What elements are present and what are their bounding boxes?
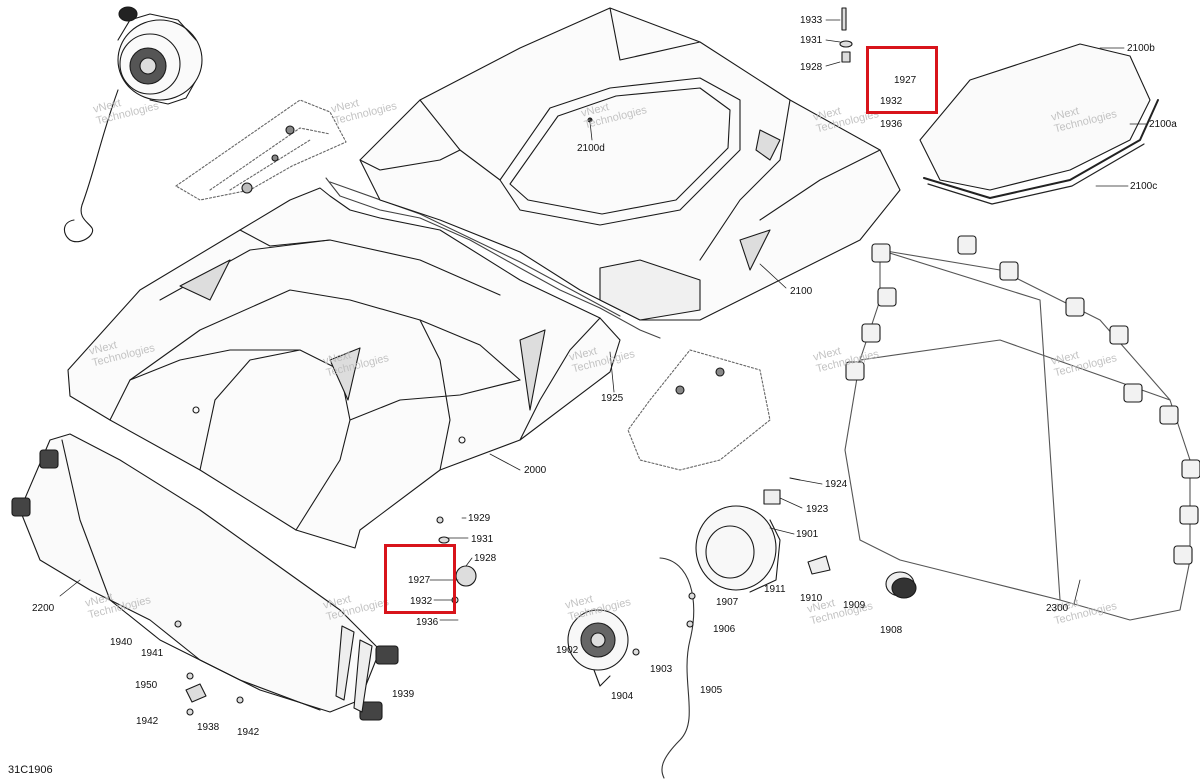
callout-1904: 1904 [611, 691, 634, 702]
front-visor [11, 433, 399, 721]
callout-2300: 2300 [1046, 603, 1069, 614]
callout-2100: 2100 [790, 286, 813, 297]
callout-1908: 1908 [880, 625, 903, 636]
document-number: 31C1906 [8, 764, 53, 776]
callout-1924: 1924 [825, 479, 848, 490]
callout-2100c: 2100c [1130, 181, 1158, 192]
highlight-box-bottom [384, 544, 456, 614]
callout-1938: 1938 [197, 722, 220, 733]
callout-1909: 1909 [843, 600, 866, 611]
callout-1936: 1936 [880, 119, 903, 130]
callout-1929: 1929 [468, 513, 491, 524]
callout-2100b: 2100b [1127, 43, 1155, 54]
mesh-cover-right [627, 349, 771, 471]
callout-1939: 1939 [392, 689, 415, 700]
callout-1933: 1933 [800, 15, 823, 26]
callout-1932-lower: 1932 [410, 596, 433, 607]
highlight-box-top [866, 46, 938, 114]
speaker-assembly-top-left [63, 6, 203, 243]
callout-1927: 1927 [894, 75, 917, 86]
callout-1907: 1907 [716, 597, 739, 608]
callout-2200: 2200 [32, 603, 55, 614]
mesh-cover-left [175, 99, 347, 201]
callout-1950: 1950 [135, 680, 158, 691]
callout-1936-lower: 1936 [416, 617, 439, 628]
callout-1928: 1928 [800, 62, 823, 73]
callout-1906: 1906 [713, 624, 736, 635]
seal-strip [325, 177, 661, 339]
callout-1927-lower: 1927 [408, 575, 431, 586]
speaker-assembly-bottom [567, 557, 695, 779]
volume-knob [807, 555, 917, 599]
callout-1910: 1910 [800, 593, 823, 604]
speaker-assembly-right [695, 477, 801, 593]
callout-1905: 1905 [700, 685, 723, 696]
callout-1928-lower: 1928 [474, 553, 497, 564]
callout-2100a: 2100a [1149, 119, 1177, 130]
net-clips [845, 235, 1200, 565]
callout-1902: 1902 [556, 645, 579, 656]
callout-1923: 1923 [806, 504, 829, 515]
access-panel [919, 43, 1159, 205]
callout-1901: 1901 [796, 529, 819, 540]
callout-1940: 1940 [110, 637, 133, 648]
callout-1941: 1941 [141, 648, 164, 659]
roof-panel-rear [359, 7, 901, 321]
callout-1932: 1932 [880, 96, 903, 107]
callout-1942-right: 1942 [237, 727, 260, 738]
roof-panel-front [67, 187, 621, 549]
callout-1925: 1925 [601, 393, 624, 404]
callout-2100d: 2100d [577, 143, 605, 154]
callout-1942: 1942 [136, 716, 159, 727]
leader-lines [59, 19, 1147, 621]
callout-1931: 1931 [800, 35, 823, 46]
callout-1903: 1903 [650, 664, 673, 675]
rear-net [844, 249, 1191, 621]
callout-1911: 1911 [764, 584, 786, 595]
callout-2000: 2000 [524, 465, 547, 476]
callout-1931-lower: 1931 [471, 534, 494, 545]
